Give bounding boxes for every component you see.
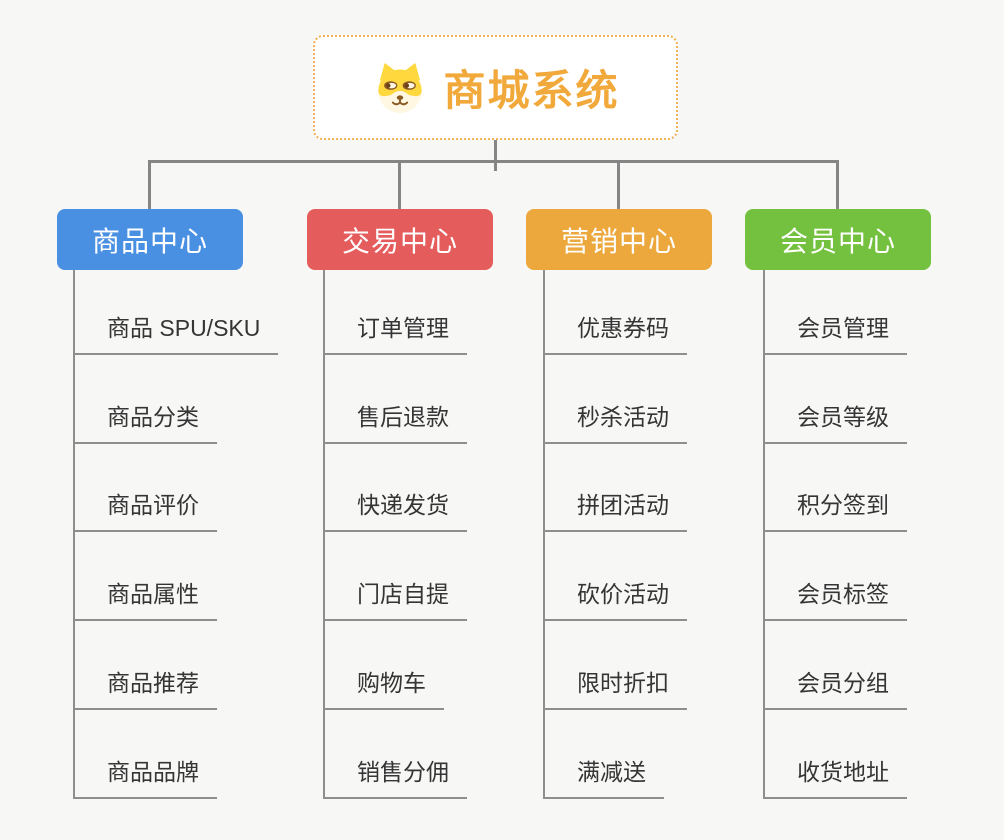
subtopic-label[interactable]: 快递发货 xyxy=(325,486,467,533)
subtopic-label[interactable]: 商品品牌 xyxy=(75,753,217,799)
connector-horizontal-bar xyxy=(148,160,839,163)
subtopic-label[interactable]: 优惠券码 xyxy=(545,309,687,355)
subtopic-label[interactable]: 限时折扣 xyxy=(545,664,687,710)
subtopic-item: 商品分类 xyxy=(75,355,278,444)
subtopic-item: 会员分组 xyxy=(765,621,907,710)
subtopic-item: 限时折扣 xyxy=(545,621,687,710)
subtopic-label[interactable]: 会员分组 xyxy=(765,664,907,710)
subtopic-label[interactable]: 订单管理 xyxy=(325,309,467,355)
root-connector-stem xyxy=(494,140,497,171)
connector-drop-product xyxy=(148,160,151,210)
subtopic-item: 积分签到 xyxy=(765,444,907,533)
subtopic-label[interactable]: 拼团活动 xyxy=(545,486,687,533)
subtopic-label[interactable]: 积分签到 xyxy=(765,486,907,533)
subtopic-item: 商品评价 xyxy=(75,444,278,533)
subtopic-item: 商品推荐 xyxy=(75,621,278,710)
root-title: 商城系统 xyxy=(443,67,620,114)
subtopic-label[interactable]: 商品评价 xyxy=(75,486,217,533)
subtopic-label[interactable]: 砍价活动 xyxy=(545,575,687,622)
subtopic-item: 砍价活动 xyxy=(545,532,687,622)
subtopic-label[interactable]: 满减送 xyxy=(545,753,664,799)
subtopic-label[interactable]: 销售分佣 xyxy=(325,753,467,799)
connector-drop-marketing xyxy=(617,160,620,210)
subtopic-item: 售后退款 xyxy=(325,355,467,444)
subtopic-label[interactable]: 商品分类 xyxy=(75,398,217,444)
branch-node-trade[interactable]: 交易中心 xyxy=(307,209,493,270)
subtopic-item: 订单管理 xyxy=(325,266,467,355)
subtopic-item: 会员管理 xyxy=(765,266,907,355)
subtopic-label[interactable]: 会员管理 xyxy=(765,309,907,355)
subtopic-item: 商品属性 xyxy=(75,532,278,622)
branch-node-member[interactable]: 会员中心 xyxy=(745,209,931,270)
connector-drop-trade xyxy=(398,160,401,210)
subtopic-item: 购物车 xyxy=(325,621,467,710)
subtopic-label[interactable]: 商品推荐 xyxy=(75,664,217,710)
subtopic-label[interactable]: 购物车 xyxy=(325,664,444,710)
subtopic-label[interactable]: 门店自提 xyxy=(325,575,467,622)
subtopic-item: 门店自提 xyxy=(325,532,467,622)
subtopic-label[interactable]: 商品 SPU/SKU xyxy=(75,309,279,355)
subtopic-item: 快递发货 xyxy=(325,444,467,533)
subtopic-label[interactable]: 会员标签 xyxy=(765,575,907,622)
root-node[interactable]: 商城系统 xyxy=(313,35,678,140)
subtopic-label[interactable]: 售后退款 xyxy=(325,398,467,444)
subtopic-item: 满减送 xyxy=(545,710,687,799)
subtopic-item: 秒杀活动 xyxy=(545,355,687,444)
subtopic-item: 商品品牌 xyxy=(75,710,278,799)
subtopic-label[interactable]: 会员等级 xyxy=(765,398,907,444)
branch-column-marketing: 优惠券码 秒杀活动 拼团活动 砍价活动 限时折扣 满减送 xyxy=(543,266,687,799)
branch-column-product: 商品 SPU/SKU 商品分类 商品评价 商品属性 商品推荐 商品品牌 xyxy=(73,266,279,799)
subtopic-item: 会员等级 xyxy=(765,355,907,444)
shiba-dog-icon xyxy=(371,61,429,115)
subtopic-item: 拼团活动 xyxy=(545,444,687,533)
subtopic-item: 销售分佣 xyxy=(325,710,467,799)
branch-column-member: 会员管理 会员等级 积分签到 会员标签 会员分组 收货地址 xyxy=(763,266,907,799)
subtopic-label[interactable]: 秒杀活动 xyxy=(545,398,687,444)
subtopic-label[interactable]: 商品属性 xyxy=(75,575,217,622)
branch-column-trade: 订单管理 售后退款 快递发货 门店自提 购物车 销售分佣 xyxy=(323,266,467,799)
connector-drop-member xyxy=(836,160,839,210)
subtopic-item: 优惠券码 xyxy=(545,266,687,355)
subtopic-item: 收货地址 xyxy=(765,710,907,799)
subtopic-item: 商品 SPU/SKU xyxy=(75,266,279,355)
branch-node-product[interactable]: 商品中心 xyxy=(57,209,243,270)
subtopic-item: 会员标签 xyxy=(765,532,907,622)
branch-node-marketing[interactable]: 营销中心 xyxy=(526,209,712,270)
subtopic-label[interactable]: 收货地址 xyxy=(765,753,907,799)
